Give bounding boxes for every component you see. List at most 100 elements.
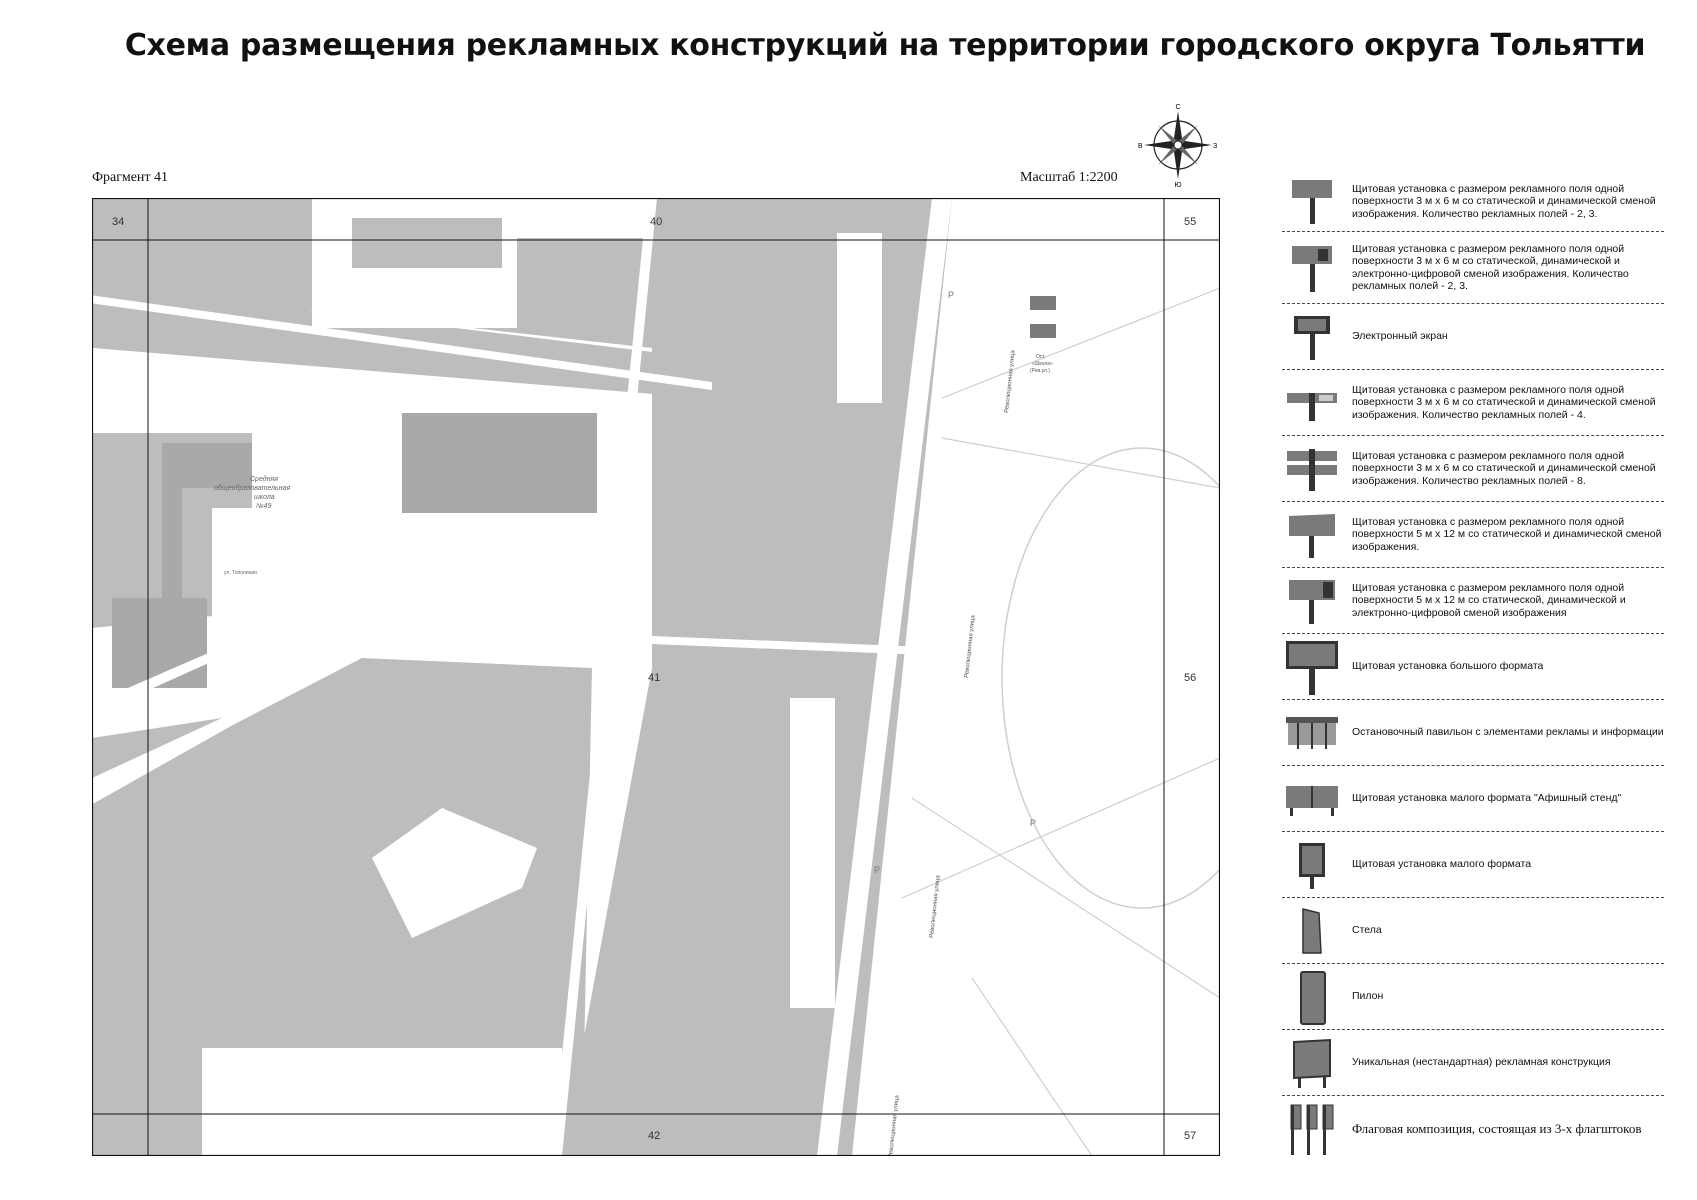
bus-stop-pavilion-icon[interactable] [1030,296,1056,310]
small-street-label: ул. Тополиная [224,570,257,576]
bus-stop-pavilion-icon [1286,716,1338,749]
legend-item: Щитовая установка с размером рекламного … [1282,172,1664,232]
stop-label-2: «Школа» [1032,361,1053,367]
compass-n: С [1175,104,1180,111]
legend-text: Пилон [1352,990,1384,1003]
legend-item: Стела [1282,898,1664,964]
legend-text: Щитовая установка с размером рекламного … [1352,242,1629,293]
legend-item: Щитовая установка с размером рекламного … [1282,568,1664,634]
parking-top [837,233,882,403]
compass-rose-icon: С Ю В З [1138,104,1217,187]
compass-s: Ю [1174,182,1181,187]
stele-icon [1302,907,1322,954]
unique-construction-icon [1293,1038,1331,1088]
park-path-3 [911,797,1220,999]
legend-text: Щитовая установка с размером рекламного … [1352,515,1662,553]
legend-text: Щитовая установка большого формата [1352,660,1544,673]
parking-mark-1: Р [948,290,954,300]
legend-item: Пилон [1282,964,1664,1030]
poster-stand-icon[interactable] [1030,324,1056,338]
legend-text: Щитовая установка с размером рекламного … [1352,449,1656,487]
block-left-edge [92,718,222,778]
legend-item: Щитовая установка с размером рекламного … [1282,436,1664,502]
park-path-5 [971,977,1093,1156]
legend-item: Щитовая установка малого формата "Афишны… [1282,766,1664,832]
building-top-inner [352,218,502,268]
electronic-screen-icon [1294,315,1330,360]
school-wing [112,598,207,688]
legend-text: Щитовая установка с размером рекламного … [1352,182,1656,220]
legend-item: Щитовая установка с размером рекламного … [1282,502,1664,568]
grid-number-57: 57 [1184,1130,1196,1142]
scale-label: Масштаб 1:2200 [1020,170,1118,185]
billboard-8-fields-icon [1287,448,1337,491]
grid-number-34: 34 [112,216,124,228]
stop-label-3: (Рев.ул.) [1030,368,1050,374]
legend-item: Щитовая установка с размером рекламного … [1282,370,1664,436]
legend-item: Уникальная (нестандартная) рекламная кон… [1282,1030,1664,1096]
flag-composition-icon [1290,1104,1334,1155]
billboard-3x6-icon [1292,179,1332,224]
legend-text: Уникальная (нестандартная) рекламная кон… [1352,1056,1611,1069]
page-title: Схема размещения рекламных конструкций н… [124,28,1646,63]
legend-text: Флаговая композиция, состоящая из 3-х фл… [1352,1121,1642,1136]
road-top [92,295,712,390]
legend-item: Щитовая установка малого формата [1282,832,1664,898]
legend-text: Щитовая установка с размером рекламного … [1352,581,1626,619]
map-fragment[interactable]: Ост. «Школа» (Рев.ул.) Средняя общеобраз… [92,198,1220,1156]
legend-text: Стела [1352,924,1382,937]
park-path-2 [941,437,1220,489]
grid-number-55: 55 [1184,216,1196,228]
block-bottom-left [92,658,592,1156]
small-format-icon [1299,842,1325,889]
park-path-4 [901,757,1220,899]
billboard-5x12-digital-icon [1289,579,1335,624]
legend-text: Щитовая установка малого формата "Афишны… [1352,792,1622,805]
building-bottom [372,808,537,938]
large-format-icon [1286,640,1338,695]
grid-number-42: 42 [648,1130,660,1142]
grid-number-41: 41 [648,672,660,684]
grid-number-56: 56 [1184,672,1196,684]
compass-e: З [1213,143,1217,150]
road-vertical-left [552,198,657,1156]
billboard-4-fields-icon [1287,392,1337,421]
pylon-icon [1300,970,1326,1025]
parking-mark-2: Р [874,865,880,875]
road-vertical-right [817,198,952,1156]
building-large [402,413,597,513]
billboard-5x12-icon [1289,513,1335,558]
parking-bottom [790,698,835,1008]
compass-w: В [1138,143,1143,150]
legend-text: Остановочный павильон с элементами рекла… [1352,726,1664,739]
school-label-4: №49 [256,503,271,510]
legend-item: Щитовая установка большого формата [1282,634,1664,700]
school-label-2: общеобразовательная [214,484,290,492]
legend-item: Флаговая композиция, состоящая из 3-х фл… [1282,1096,1664,1162]
legend-text: Щитовая установка малого формата [1352,858,1532,871]
fragment-label: Фрагмент 41 [92,170,169,185]
building-bottom-left [202,1048,562,1156]
block-far-left [92,238,232,348]
legend: Щитовая установка с размером рекламного … [1282,172,1664,1162]
legend-item: Электронный экран [1282,304,1664,370]
parking-mark-3: Р [1030,818,1036,828]
school-label-3: школа [254,494,275,501]
legend-item: Остановочный павильон с элементами рекла… [1282,700,1664,766]
legend-text: Щитовая установка с размером рекламного … [1352,383,1656,421]
legend-item: Щитовая установка с размером рекламного … [1282,232,1664,304]
map-frame [92,198,1220,1156]
map-inner-frame [147,239,1165,1115]
strip-top [92,308,702,398]
road-diagonal [92,608,322,716]
school-building [162,443,252,618]
park-path-1 [941,287,1220,399]
poster-stand-icon [1286,785,1338,816]
park-path-oval [1001,447,1220,909]
school-label-1: Средняя [250,475,278,483]
legend-text: Электронный экран [1352,330,1448,343]
park-area [852,198,1220,1156]
grid-number-40: 40 [650,216,662,228]
stop-label-1: Ост. [1036,354,1046,360]
billboard-3x6-digital-icon [1292,245,1332,292]
